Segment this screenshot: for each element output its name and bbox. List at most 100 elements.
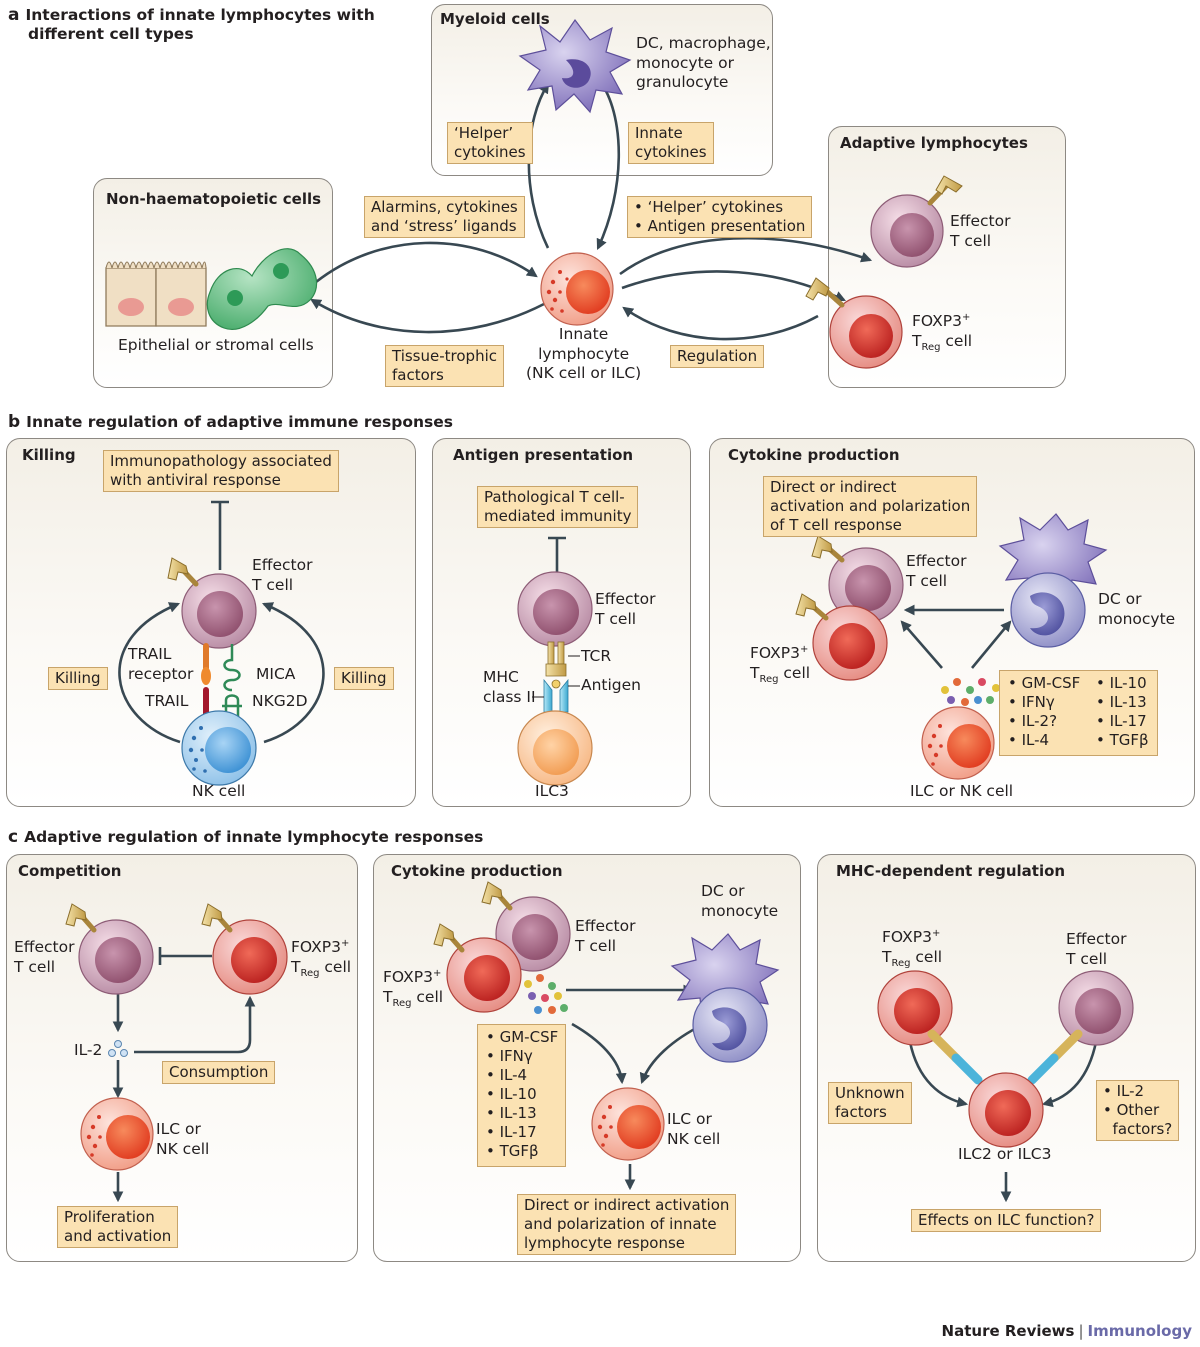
pathological-line1: Pathological T cell- — [484, 488, 625, 506]
myeloid-cells-title: Myeloid cells — [440, 10, 550, 28]
cytokine-b-right-3: • TGFβ — [1096, 731, 1149, 749]
direct-indirect-c-line3: lymphocyte response — [524, 1234, 685, 1252]
section-b-title-text: Innate regulation of adaptive immune res… — [26, 413, 453, 431]
tissue-trophic-box: Tissue-trophic factors — [385, 345, 504, 387]
mhc-line2: class II — [483, 687, 536, 706]
treg-b-sub: Reg — [759, 673, 779, 685]
treg-cell-icon-c-competition — [201, 903, 288, 995]
ilc3-label: ILC3 — [535, 782, 569, 800]
treg-label-a-cell: cell — [940, 331, 973, 350]
innate-cytokines-line2: cytokines — [635, 143, 707, 161]
effector-t-cell-icon-c-competition — [65, 903, 154, 995]
innate-lymphocyte-cell-icon — [540, 252, 614, 326]
myeloid-cell-label-line1: DC, macrophage, — [636, 34, 771, 52]
epithelial-stromal-label: Epithelial or stromal cells — [118, 336, 314, 354]
innate-cytokines-box: Innate cytokines — [628, 122, 714, 164]
cytokine-b-left-2: • IL-2? — [1008, 712, 1058, 730]
alarmins-line2: and ‘stress’ ligands — [371, 217, 517, 235]
immunopathology-line2: with antiviral response — [110, 471, 281, 489]
trail-label: TRAIL — [145, 692, 189, 710]
treg-c-cyt-sub: Reg — [392, 997, 412, 1009]
stromal-cells-icon — [206, 248, 318, 330]
section-a-title-line2: different cell types — [28, 25, 194, 43]
tcr-mhc-left-icon — [927, 1029, 983, 1085]
treg-b-cell: cell — [778, 663, 811, 682]
direct-indirect-b-line1: Direct or indirect — [770, 478, 897, 496]
treg-b-sup: + — [799, 643, 809, 655]
adaptive-lymphocytes-title: Adaptive lymphocytes — [840, 134, 1028, 152]
myeloid-cell-label-line2: monocyte or — [636, 53, 734, 72]
ilc-c-cyt-line2: NK cell — [667, 1129, 721, 1148]
treg-c-cyt-foxp3: FOXP3 — [383, 968, 433, 986]
cytokine-production-b-title: Cytokine production — [728, 446, 900, 464]
effects-ilc-function-box: Effects on ILC function? — [911, 1209, 1102, 1232]
section-c-letter: c — [8, 827, 19, 847]
unknown-factors-line2: factors — [835, 1103, 887, 1121]
cytokine-c-3: • IL-10 — [486, 1085, 537, 1103]
section-c-title-text: Adaptive regulation of innate lymphocyte… — [24, 828, 484, 846]
effector-c-mhc-line1: Effector — [1066, 930, 1127, 948]
direct-indirect-b-line3: of T cell response — [770, 516, 902, 534]
trail-receptor-line1: TRAIL — [128, 645, 172, 663]
treg-b-foxp3: FOXP3 — [750, 644, 800, 662]
direct-indirect-c-box: Direct or indirect activation and polari… — [517, 1194, 737, 1255]
nk-cell-label: NK cell — [192, 782, 246, 800]
cytokine-dots-c — [524, 974, 568, 1014]
cytokine-b-right-1: • IL-13 — [1096, 693, 1147, 711]
cytokine-b-left-3: • IL-4 — [1008, 731, 1050, 749]
dc-monocyte-label-b: DC or monocyte — [1098, 590, 1175, 629]
effector-t-cell-icon-c-cytokine — [481, 881, 571, 972]
cytokine-c-5: • IL-17 — [486, 1123, 537, 1141]
innate-label-line1: Innate — [558, 325, 609, 343]
tissue-trophic-line2: factors — [392, 366, 444, 384]
treg-c-mhc-sup: + — [931, 927, 941, 939]
effector-t-cell-label-c-mhc: Effector T cell — [1066, 930, 1126, 969]
treg-cell-icon-b-cytokine — [795, 593, 888, 681]
effector-t-cell-label-c-cytokine: Effector T cell — [575, 917, 635, 956]
tcr-label: TCR — [581, 647, 612, 665]
treg-cell-label-b-cytokine: FOXP3+ TReg cell — [750, 643, 811, 685]
alarmins-box: Alarmins, cytokines and ‘stress’ ligands — [364, 196, 525, 238]
ilc2-ilc3-cell-icon — [968, 1072, 1044, 1148]
effector-b-antigen-line1: Effector — [595, 590, 656, 608]
treg-c-cyt-cell: cell — [411, 987, 444, 1006]
effector-c-mhc-line2: T cell — [1066, 949, 1108, 968]
treg-b-t: T — [750, 663, 760, 682]
journal-footer: Nature Reviews|Immunology — [942, 1322, 1192, 1340]
killing-left-box: Killing — [48, 667, 108, 690]
myeloid-cell-label: DC, macrophage, monocyte or granulocyte — [636, 34, 771, 93]
il2-other-line3: factors? — [1103, 1120, 1173, 1138]
innate-label-line3: (NK cell or ILC) — [526, 364, 642, 382]
effector-t-cell-label-b-killing: Effector T cell — [252, 556, 312, 595]
effector-b-killing-line1: Effector — [252, 556, 313, 574]
treg-cell-label-c-cytokine: FOXP3+ TReg cell — [383, 968, 444, 1009]
ilc-c-comp-line1: ILC or — [156, 1120, 201, 1138]
treg-cell-label-c-mhc: FOXP3+ TReg cell — [882, 927, 942, 969]
treg-label-a-foxp3: FOXP3 — [912, 312, 962, 330]
killing-right-box: Killing — [334, 667, 394, 690]
dc-c-line2: monocyte — [701, 901, 779, 920]
il2-other-line2: • Other — [1103, 1101, 1160, 1119]
regulation-box: Regulation — [670, 345, 765, 368]
treg-c-mhc-sub: Reg — [891, 957, 911, 969]
b-killing-arrows — [118, 500, 325, 744]
trail-receptor-label: TRAIL receptor — [128, 645, 193, 684]
alarmins-line1: Alarmins, cytokines — [371, 198, 518, 216]
antigen-presentation-title: Antigen presentation — [453, 446, 634, 464]
myeloid-cell-label-line3: granulocyte — [636, 73, 729, 91]
cytokine-production-c-title: Cytokine production — [391, 862, 563, 880]
monocyte-cell-icon-c — [692, 987, 768, 1063]
ilc-nk-cell-icon-b — [921, 706, 995, 780]
treg-cell-icon-c-cytokine — [433, 923, 522, 1013]
direct-indirect-b-line2: activation and polarization — [770, 497, 971, 515]
section-a-letter: a — [8, 5, 20, 25]
mhc-class-ii-label: MHC class II — [483, 668, 536, 707]
cytokine-list-b-box: • GM-CSF • IFNγ • IL-2? • IL-4 • IL-10 •… — [999, 670, 1158, 756]
dc-c-line1: DC or — [701, 882, 745, 900]
proliferation-line2: and activation — [64, 1227, 172, 1245]
dc-b-line2: monocyte — [1098, 609, 1176, 628]
effector-label-a-line1: Effector — [950, 212, 1011, 230]
journal-separator: | — [1078, 1322, 1084, 1340]
